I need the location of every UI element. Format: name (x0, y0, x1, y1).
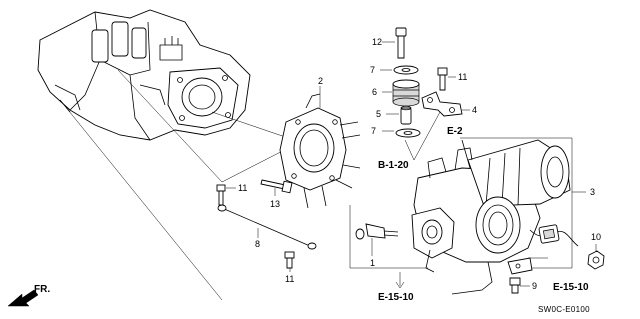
washer-7-upper (393, 65, 419, 75)
diagram-code: SW0C-E0100 (538, 305, 590, 314)
direction-label: FR. (34, 284, 50, 295)
ref-e-15-10-right: E-15-10 (553, 282, 589, 293)
callout-2: 2 (318, 76, 323, 86)
leader-line-manifold-4 (59, 99, 223, 301)
callout-11a: 11 (238, 183, 247, 193)
bolt-9 (509, 277, 521, 294)
callout-4: 4 (472, 105, 477, 115)
callout-7a: 7 (370, 65, 375, 75)
leader-line-manifold-1 (117, 69, 223, 183)
arrow-e1510-left (395, 281, 405, 289)
bolt-11-upper-left (216, 184, 226, 206)
callout-11b: 11 (285, 274, 294, 284)
screw-1 (355, 223, 399, 240)
throttle-body-gasket (279, 93, 361, 209)
bolt-11-lower (284, 251, 295, 269)
callout-11c: 11 (458, 72, 467, 82)
engine-intake-manifold (37, 9, 251, 141)
leader-line-b120 (404, 111, 441, 161)
washer-7-lower (395, 128, 421, 138)
callout-3: 3 (590, 187, 595, 197)
callout-1: 1 (370, 258, 375, 268)
ref-e-2: E-2 (447, 126, 463, 137)
callout-5: 5 (376, 109, 381, 119)
bolt-13 (260, 179, 293, 194)
callout-12: 12 (372, 37, 382, 47)
callout-8: 8 (255, 239, 260, 249)
callout-9: 9 (532, 281, 537, 291)
nut-10 (587, 250, 605, 270)
ground-cable-8 (217, 204, 317, 250)
callout-6: 6 (372, 87, 377, 97)
bolt-12 (395, 27, 407, 59)
bracket-4 (421, 91, 463, 117)
callout-13: 13 (270, 199, 280, 209)
bolt-11-upper-right (437, 67, 448, 91)
front-direction-arrow-icon (7, 289, 39, 307)
collar-5 (400, 105, 412, 125)
rubber-mount-6 (392, 79, 420, 107)
throttle-body-assembly-3 (349, 137, 579, 295)
callout-10: 10 (591, 232, 601, 242)
ref-b-1-20: B-1-20 (378, 160, 409, 171)
ref-e-15-10-left: E-15-10 (378, 292, 414, 303)
callout-7b: 7 (371, 126, 376, 136)
